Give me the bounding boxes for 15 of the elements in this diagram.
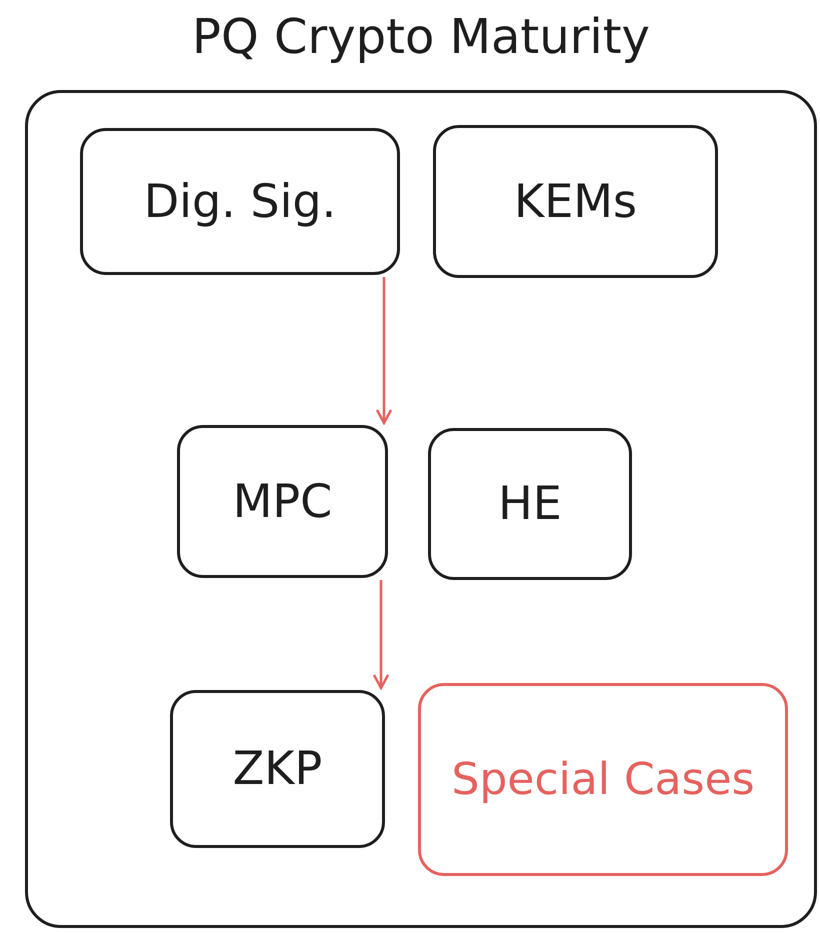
arrow: [372, 580, 390, 690]
process-box: [428, 428, 632, 580]
box-label: MPC: [232, 472, 332, 530]
process-box: [80, 128, 400, 275]
box-label: KEMs: [514, 172, 637, 230]
box-label: ZKP: [232, 740, 322, 798]
box-label: Special Cases: [451, 752, 755, 807]
box-label: HE: [498, 475, 562, 532]
diagram-heading: PQ Crypto Maturity: [191, 9, 651, 65]
arrow: [376, 277, 392, 424]
process-box: [177, 425, 388, 578]
process-box: [170, 690, 385, 848]
process-box: [433, 125, 718, 278]
box-label: Dig. Sig.: [144, 172, 336, 230]
highlighted-box: [418, 683, 788, 876]
